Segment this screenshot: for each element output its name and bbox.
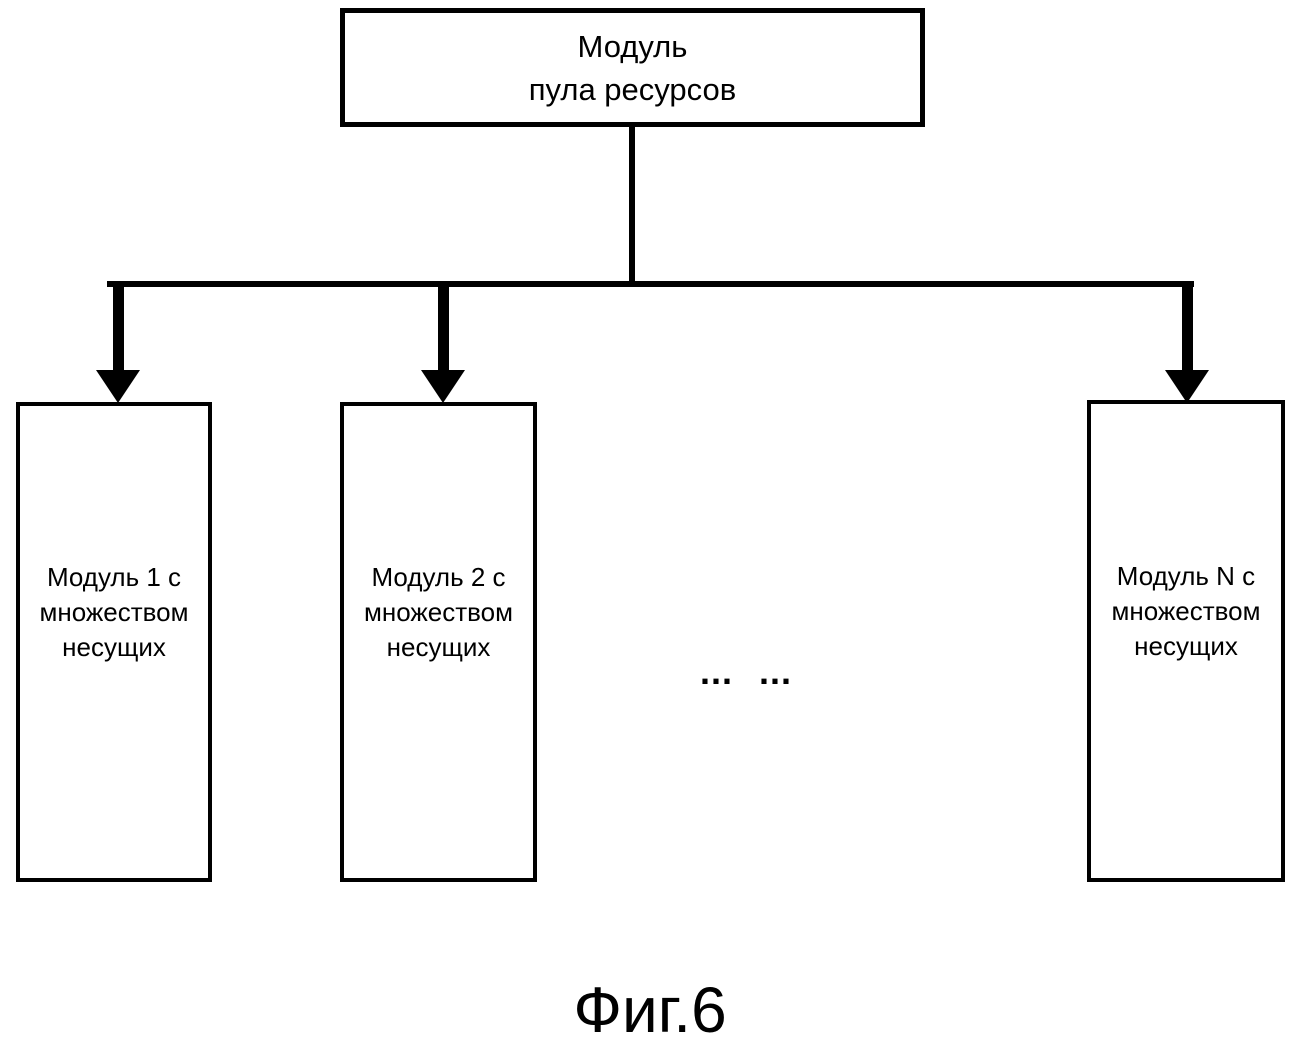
arrow-head bbox=[421, 370, 465, 403]
module-n-label-line3: несущих bbox=[1134, 630, 1238, 661]
module-2-label-line1: Модуль 2 с bbox=[371, 561, 506, 592]
arrow-head bbox=[1165, 370, 1209, 403]
resource-pool-module-box: Модуль пула ресурсов bbox=[340, 8, 925, 127]
module-1-label-line1: Модуль 1 с bbox=[46, 561, 182, 592]
module-n-box: Модуль N с множеством несущих bbox=[1087, 400, 1285, 882]
module-n-label-line1: Модуль N с bbox=[1116, 560, 1256, 591]
arrow-head bbox=[96, 370, 140, 403]
connector-horizontal-line bbox=[107, 281, 1194, 287]
ellipsis-right: ... bbox=[759, 651, 793, 692]
ellipsis-left: ... bbox=[700, 651, 734, 692]
arrow-shaft bbox=[437, 283, 449, 372]
figure-caption: Фиг.6 bbox=[573, 974, 727, 1046]
arrow-shaft bbox=[112, 283, 124, 372]
module-2-box: Модуль 2 с множеством несущих bbox=[340, 402, 537, 882]
arrow-shaft bbox=[1181, 283, 1193, 372]
resource-pool-module-label-line2: пула ресурсов bbox=[528, 71, 737, 107]
module-2-label-line3: несущих bbox=[386, 631, 491, 662]
module-1-label-line2: множеством bbox=[39, 596, 189, 627]
module-1-box: Модуль 1 с множеством несущих bbox=[16, 402, 212, 882]
module-n-label-line2: множеством bbox=[1111, 595, 1261, 626]
connector-vertical-stem bbox=[629, 125, 635, 285]
module-2-label-line2: множеством bbox=[363, 596, 514, 627]
module-1-label-line3: несущих bbox=[62, 631, 166, 662]
resource-pool-module-label-line1: Модуль bbox=[577, 28, 688, 64]
ellipsis: ... ... bbox=[700, 652, 792, 692]
